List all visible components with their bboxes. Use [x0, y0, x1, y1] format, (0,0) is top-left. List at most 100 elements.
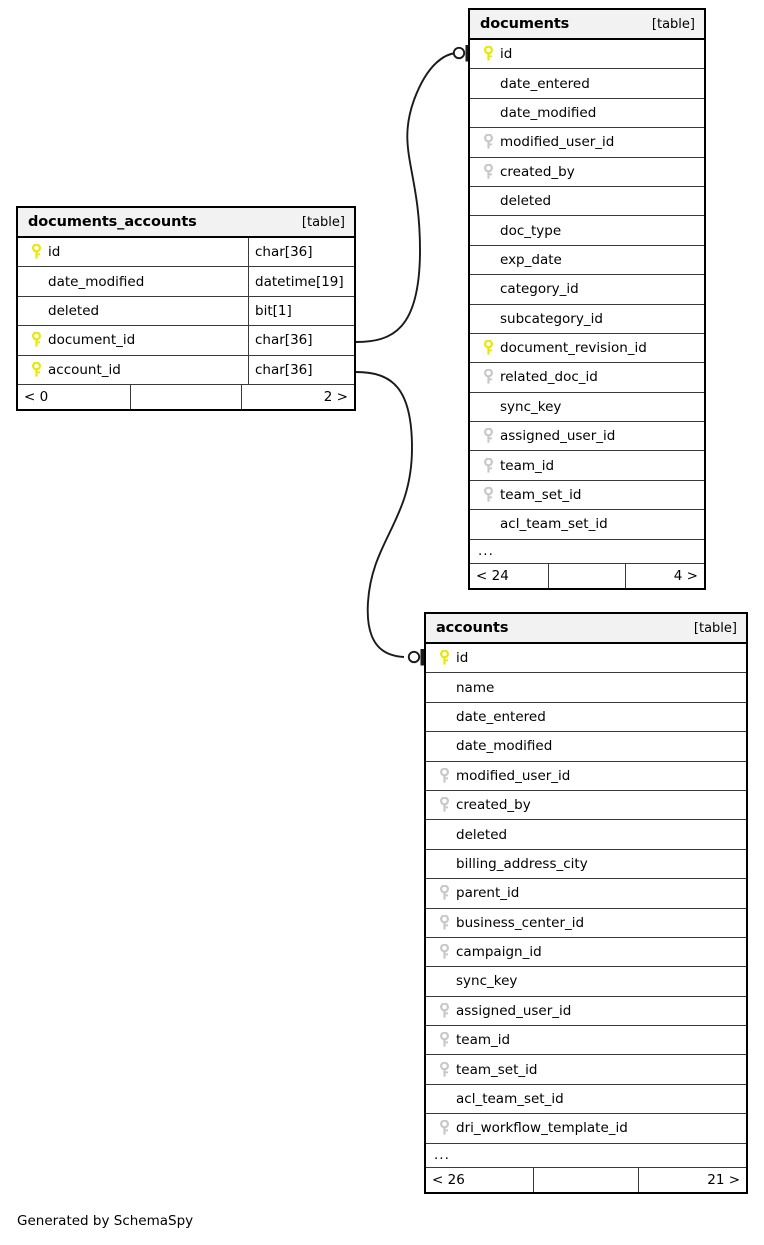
table-row[interactable]: date_entered: [470, 69, 704, 99]
table-row[interactable]: dri_workflow_template_id: [426, 1114, 746, 1144]
table-row[interactable]: deleted: [426, 820, 746, 850]
column-name-cell: campaign_id: [426, 938, 746, 966]
table-row[interactable]: modified_user_id: [426, 762, 746, 791]
table-row[interactable]: assigned_user_id: [426, 997, 746, 1027]
table-row[interactable]: team_set_id: [470, 481, 704, 511]
column-name: date_modified: [456, 738, 553, 755]
column-name: campaign_id: [456, 944, 542, 961]
column-name: exp_date: [500, 251, 562, 268]
footer-prev-count[interactable]: < 24: [476, 567, 509, 584]
column-name-cell: team_id: [470, 451, 704, 479]
table-row[interactable]: category_id: [470, 275, 704, 305]
table-row[interactable]: campaign_id: [426, 938, 746, 968]
column-name: created_by: [500, 163, 575, 180]
table-row[interactable]: name: [426, 673, 746, 703]
column-name: category_id: [500, 281, 579, 298]
column-name: name: [456, 679, 495, 696]
no-key-icon: [434, 820, 454, 848]
column-name-cell: billing_address_city: [426, 850, 746, 878]
column-name-cell: acl_team_set_id: [426, 1085, 746, 1113]
foreign-key-icon: [434, 909, 454, 937]
column-name: sync_key: [500, 398, 562, 415]
table-row[interactable]: id char[36]: [18, 238, 354, 268]
table-row[interactable]: team_set_id: [426, 1055, 746, 1085]
column-name-cell: assigned_user_id: [426, 997, 746, 1025]
table-row[interactable]: id: [470, 40, 704, 70]
column-name-cell: team_set_id: [426, 1055, 746, 1083]
foreign-key-icon: [478, 158, 498, 186]
table-row[interactable]: deleted bit[1]: [18, 296, 354, 327]
table-row[interactable]: acl_team_set_id: [426, 1085, 746, 1115]
column-name-cell: category_id: [470, 275, 704, 303]
table-row[interactable]: date_entered: [426, 703, 746, 733]
column-name: date_entered: [456, 708, 546, 725]
edge-terminator-accounts-id: [407, 649, 425, 666]
footer-prev-count[interactable]: < 0: [24, 388, 49, 405]
column-name: team_id: [456, 1032, 511, 1049]
table-row[interactable]: doc_type: [470, 216, 704, 246]
column-name: deleted: [48, 302, 100, 319]
column-name: account_id: [48, 361, 121, 378]
table-row[interactable]: acl_team_set_id: [470, 510, 704, 540]
column-name: acl_team_set_id: [456, 1091, 564, 1108]
footer-next-count[interactable]: 4 >: [673, 567, 698, 584]
table-row[interactable]: sync_key: [470, 393, 704, 423]
table-row[interactable]: account_id char[36]: [18, 355, 354, 385]
table-row[interactable]: modified_user_id: [470, 128, 704, 158]
table-row[interactable]: deleted: [470, 187, 704, 217]
table-row[interactable]: related_doc_id: [470, 363, 704, 393]
table-row[interactable]: created_by: [426, 791, 746, 821]
column-name: team_set_id: [456, 1061, 538, 1078]
table-row[interactable]: exp_date: [470, 246, 704, 276]
column-name-cell: modified_user_id: [426, 762, 746, 790]
no-key-icon: [434, 850, 454, 878]
table-row[interactable]: sync_key: [426, 967, 746, 997]
table-documents_accounts[interactable]: documents_accounts [table] id char[36] d…: [16, 206, 356, 411]
column-name: document_id: [48, 332, 136, 349]
column-name: date_entered: [500, 75, 590, 92]
column-name-cell: dri_workflow_template_id: [426, 1114, 746, 1142]
table-row[interactable]: team_id: [470, 451, 704, 481]
column-name-cell: date_modified: [426, 732, 746, 760]
foreign-key-icon: [478, 451, 498, 479]
table-row[interactable]: business_center_id: [426, 909, 746, 938]
footer-next-count[interactable]: 2 >: [323, 388, 348, 405]
column-name: modified_user_id: [456, 767, 571, 784]
no-key-icon: [434, 967, 454, 995]
table-row[interactable]: date_modified datetime[19]: [18, 267, 354, 297]
no-key-icon: [434, 703, 454, 731]
table-row[interactable]: date_modified: [470, 99, 704, 129]
foreign-key-icon: [434, 1114, 454, 1142]
column-name-cell: date_entered: [426, 703, 746, 731]
no-key-icon: [26, 267, 46, 295]
table-row[interactable]: parent_id: [426, 879, 746, 909]
column-name-cell: subcategory_id: [470, 305, 704, 333]
table-row[interactable]: subcategory_id: [470, 305, 704, 334]
table-row[interactable]: document_id char[36]: [18, 326, 354, 356]
footer-prev-count[interactable]: < 26: [432, 1171, 465, 1188]
column-name-cell: assigned_user_id: [470, 422, 704, 450]
no-key-icon: [478, 187, 498, 215]
column-name-cell: date_modified: [18, 267, 248, 295]
table-row[interactable]: created_by: [470, 158, 704, 187]
table-row[interactable]: id: [426, 644, 746, 674]
no-key-icon: [478, 246, 498, 274]
table-row[interactable]: date_modified: [426, 732, 746, 762]
table-row[interactable]: assigned_user_id: [470, 422, 704, 452]
table-row[interactable]: team_id: [426, 1026, 746, 1056]
column-name: sync_key: [456, 973, 518, 990]
column-type: datetime[19]: [248, 267, 354, 296]
column-name: acl_team_set_id: [500, 516, 608, 533]
column-name: deleted: [456, 826, 508, 843]
column-name: team_set_id: [500, 487, 582, 504]
table-row[interactable]: billing_address_city: [426, 850, 746, 880]
table-title: accounts: [436, 620, 509, 636]
table-row[interactable]: document_revision_id: [470, 334, 704, 364]
column-type: char[36]: [248, 238, 354, 267]
footer-next-count[interactable]: 21 >: [707, 1171, 741, 1188]
foreign-key-icon: [434, 791, 454, 819]
column-name-cell: date_modified: [470, 99, 704, 127]
